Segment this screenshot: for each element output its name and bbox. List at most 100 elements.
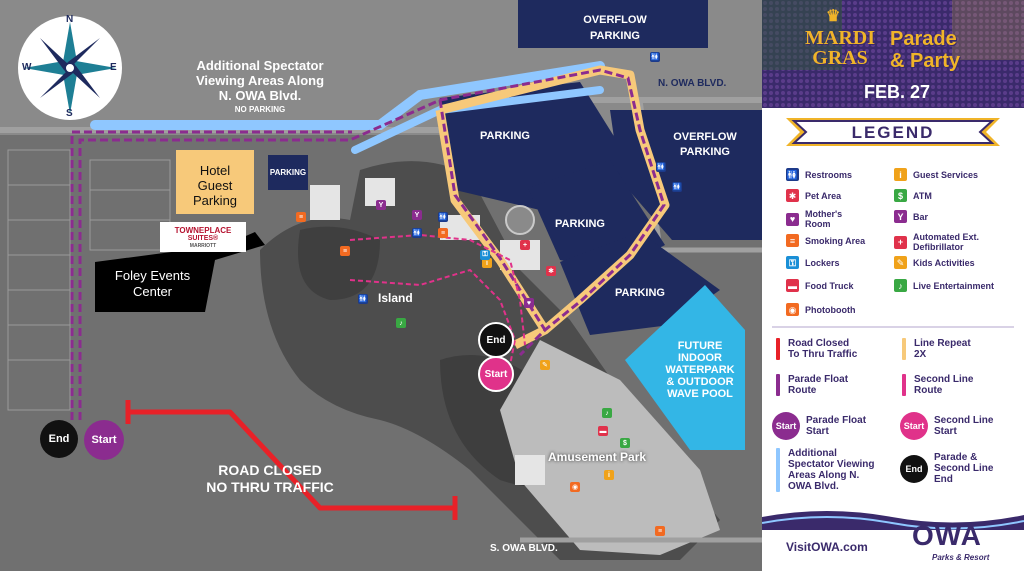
live-entertainment-icon: ♪ [396, 318, 406, 328]
guest-services-icon: i [894, 168, 907, 181]
mothers-room-icon: ♥ [524, 298, 534, 308]
map-second-line-start-badge: Start [478, 356, 514, 392]
pet-area-icon: ✱ [546, 266, 556, 276]
spectator-area-band-top [90, 61, 605, 130]
route-swatch [776, 448, 780, 492]
route-legend-label: Road Closed To Thru Traffic [788, 338, 858, 360]
parade-party-title: Parade & Party [890, 28, 961, 72]
crown-icon: ♛ [826, 8, 841, 25]
map-drawing [0, 0, 762, 560]
route-legend-label: Second Line Start [934, 415, 994, 437]
legend-item-label: Food Truck [805, 280, 854, 291]
live-entertainment-icon: ♪ [602, 408, 612, 418]
route-legend-item: Additional Spectator Viewing Areas Along… [776, 448, 875, 492]
event-header: ♛ MARDI GRAS Parade & Party FEB. 27 [762, 0, 1024, 108]
s-owa-blvd-label: S. OWA BLVD. [490, 543, 558, 554]
legend-item-label: Photobooth [805, 304, 856, 315]
parking-middle-label: PARKING [555, 218, 605, 230]
mardi-gras-title: MARDI GRAS [805, 27, 875, 69]
kids-activities-icon: ✎ [540, 360, 550, 370]
legend-item-pet-area: ✱Pet Area [786, 189, 841, 202]
legend-item-label: Bar [913, 211, 929, 222]
footer-bar [762, 530, 1024, 571]
restroom-icon: 🚻 [786, 168, 799, 181]
mothers-room-icon: ♥ [786, 212, 799, 226]
photobooth-icon: ◉ [786, 303, 799, 316]
restroom-icon: 🚻 [672, 182, 682, 192]
road-closed-label: ROAD CLOSED NO THRU TRAFFIC [206, 462, 334, 495]
compass-rose [18, 16, 122, 120]
bar-icon: Y [894, 210, 907, 223]
compass-s: S [66, 108, 73, 119]
restroom-icon: 🚻 [656, 162, 666, 172]
smoking-area-icon: ≡ [438, 228, 448, 238]
legend-item-smoking-area: ≡ Smoking Area [786, 234, 865, 247]
hotel-parking-lot [176, 150, 254, 214]
legend-item-label: Mother's Room [805, 209, 843, 229]
legend-item-label: Kids Activities [913, 257, 975, 268]
route-swatch [902, 338, 906, 360]
defibrillator-icon: + [894, 235, 907, 249]
overflow-parking-top-label: OVERFLOW PARKING [583, 14, 647, 42]
start-badge: Start [900, 412, 928, 440]
n-owa-blvd-label: N. OWA BLVD. [658, 78, 727, 89]
lockers-icon: ⚿ [480, 250, 490, 260]
legend-item-label: Lockers [805, 257, 840, 268]
route-legend-label: Second Line Route [914, 374, 974, 396]
compass-w: W [22, 62, 32, 73]
legend-item-label: Smoking Area [805, 235, 866, 246]
legend-item-food-truck: ▬Food Truck [786, 279, 854, 292]
map-start-badge: Start [84, 420, 124, 460]
route-swatch [776, 338, 780, 360]
route-legend-label: Additional Spectator Viewing Areas Along… [788, 448, 875, 492]
overflow-parking-right-label: OVERFLOW PARKING [673, 131, 737, 158]
legend-item-live-entertainment: ♪Live Entertainment [894, 279, 994, 292]
compass-e: E [110, 62, 117, 73]
second-line-route [349, 233, 526, 346]
defibrillator-icon: + [520, 240, 530, 250]
bar-icon: Y [376, 200, 386, 210]
legend-item-label: Pet Area [805, 190, 842, 201]
route-legend-label: Parade Float Start [806, 415, 867, 437]
parking-lower-label: PARKING [615, 287, 665, 299]
kids-activities-icon: ✎ [894, 256, 907, 269]
restroom-icon: 🚻 [412, 228, 422, 238]
hotel-parking-label: Hotel Guest Parking [192, 163, 238, 208]
legend-title: LEGEND [851, 123, 935, 142]
road-closed-path [128, 409, 455, 511]
amusement-park-area [500, 340, 720, 555]
legend-panel: ♛ MARDI GRAS Parade & Party FEB. 27 LEGE… [762, 0, 1024, 571]
legend-item-kids-activities: ✎ Kids Activities [894, 256, 975, 269]
route-legend-item: Second Line Route [902, 374, 973, 396]
legend-title-ribbon: LEGEND [786, 118, 1000, 146]
route-swatch [902, 374, 906, 396]
atm-icon: $ [620, 438, 630, 448]
smoking-area-icon: ≡ [786, 234, 799, 247]
photobooth-icon: ◉ [570, 482, 580, 492]
legend-divider [772, 326, 1014, 328]
legend-item-label: Guest Services [913, 169, 979, 180]
legend-item-defibrillator: + Automated Ext. Defibrillator [894, 232, 979, 252]
waterpark-area [625, 285, 745, 450]
route-legend-item: Parade Float Route [776, 374, 848, 396]
event-date: FEB. 27 [863, 82, 931, 102]
restroom-icon: 🚻 [650, 52, 660, 62]
towneplace-marriott: MARRIOTT [189, 243, 217, 249]
legend-item-mothers-room: ♥ Mother's Room [786, 209, 842, 229]
compass-n: N [66, 14, 74, 25]
visit-url[interactable]: VisitOWA.com [786, 540, 868, 554]
owa-logo: OWA [912, 520, 982, 551]
legend-item-guest-services: i Guest Services [894, 168, 978, 181]
left-parking-lot [7, 149, 171, 411]
island-label: Island [378, 291, 413, 305]
route-legend-label: Parade & Second Line End [934, 452, 994, 485]
legend-item-label: Automated Ext. Defibrillator [913, 232, 980, 252]
legend-item-lockers: ⚿Lockers [786, 256, 840, 269]
route-swatch [776, 374, 780, 396]
parking-small-label: PARKING [269, 168, 307, 177]
towneplace-brand: TOWNEPLACE [174, 226, 232, 235]
start-badge: Start [772, 412, 800, 440]
guest-services-icon: i [604, 470, 614, 480]
smoking-area-icon: ≡ [340, 246, 350, 256]
route-legend-item: Start Parade Float Start [772, 412, 866, 440]
